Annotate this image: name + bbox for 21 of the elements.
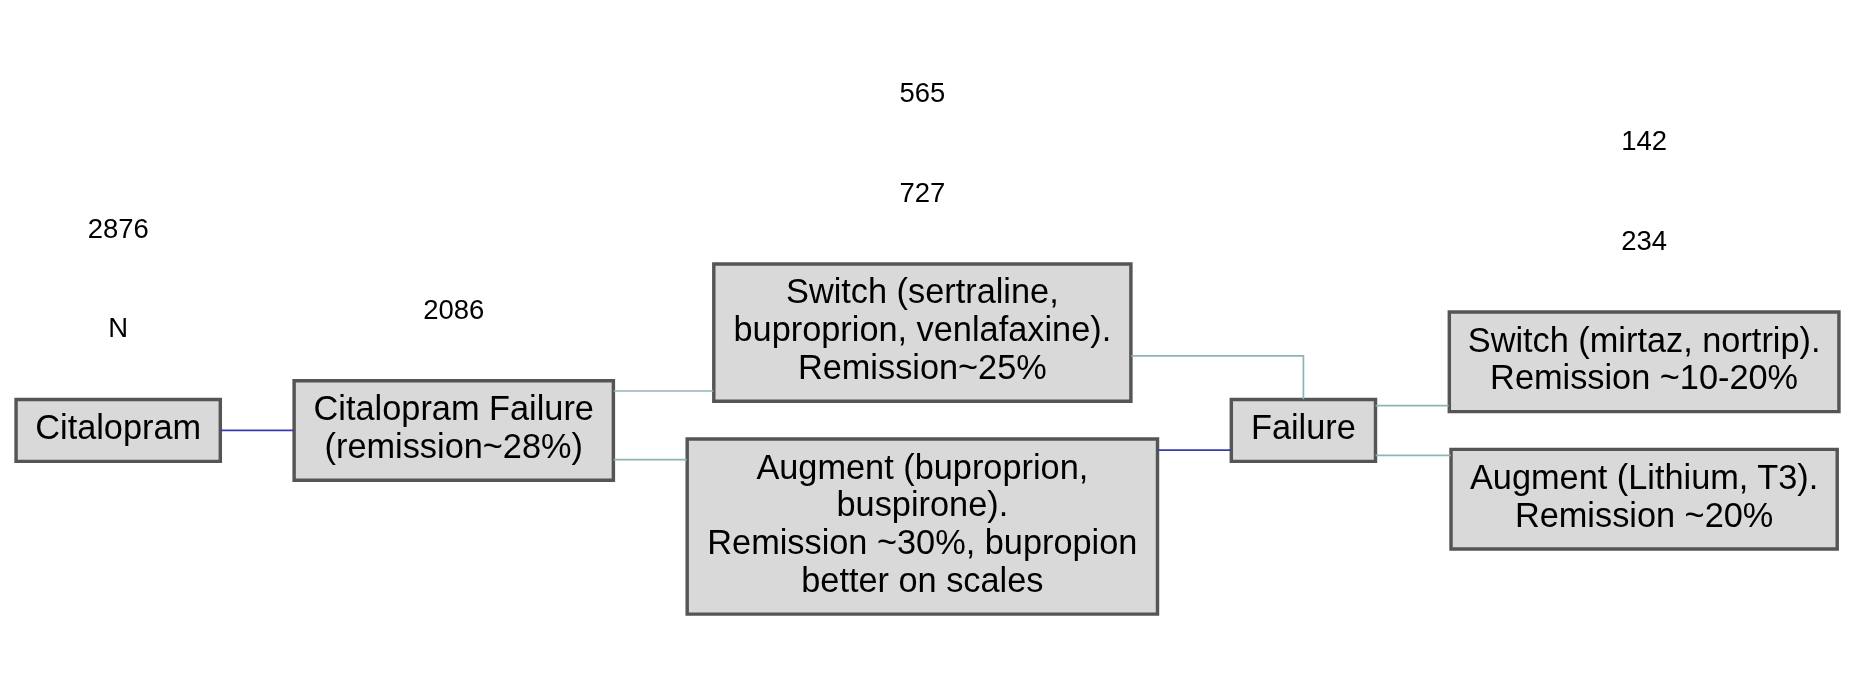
connector bbox=[612, 389, 715, 392]
label: 2876 bbox=[87, 212, 149, 244]
label: 142 bbox=[1621, 124, 1668, 156]
connector bbox=[1156, 448, 1232, 451]
label: N bbox=[108, 311, 129, 343]
connector bbox=[219, 429, 295, 431]
connector bbox=[1374, 404, 1450, 406]
node-box: Augment (buproprion, buspirone). Remission ~30%, bupropion better on scales bbox=[685, 436, 1160, 616]
node-box: Switch (mirtaz, nortrip). Remission ~10-20% bbox=[1447, 309, 1841, 413]
node-box: Augment (Lithium, T3). Remission ~20% bbox=[1449, 447, 1839, 551]
label: 234 bbox=[1621, 224, 1668, 256]
connector bbox=[1130, 354, 1305, 400]
node-box: Citalopram bbox=[14, 397, 223, 463]
node-box: Failure bbox=[1229, 397, 1378, 463]
node-box: Citalopram Failure (remission~28%) bbox=[292, 378, 616, 482]
label: 2086 bbox=[423, 293, 485, 325]
connector bbox=[1374, 454, 1452, 456]
label: 727 bbox=[899, 176, 946, 208]
connector bbox=[612, 458, 688, 460]
label: 565 bbox=[899, 76, 946, 108]
node-box: Switch (sertraline, buproprion, venlafaxine). Remission~25% bbox=[712, 261, 1133, 403]
